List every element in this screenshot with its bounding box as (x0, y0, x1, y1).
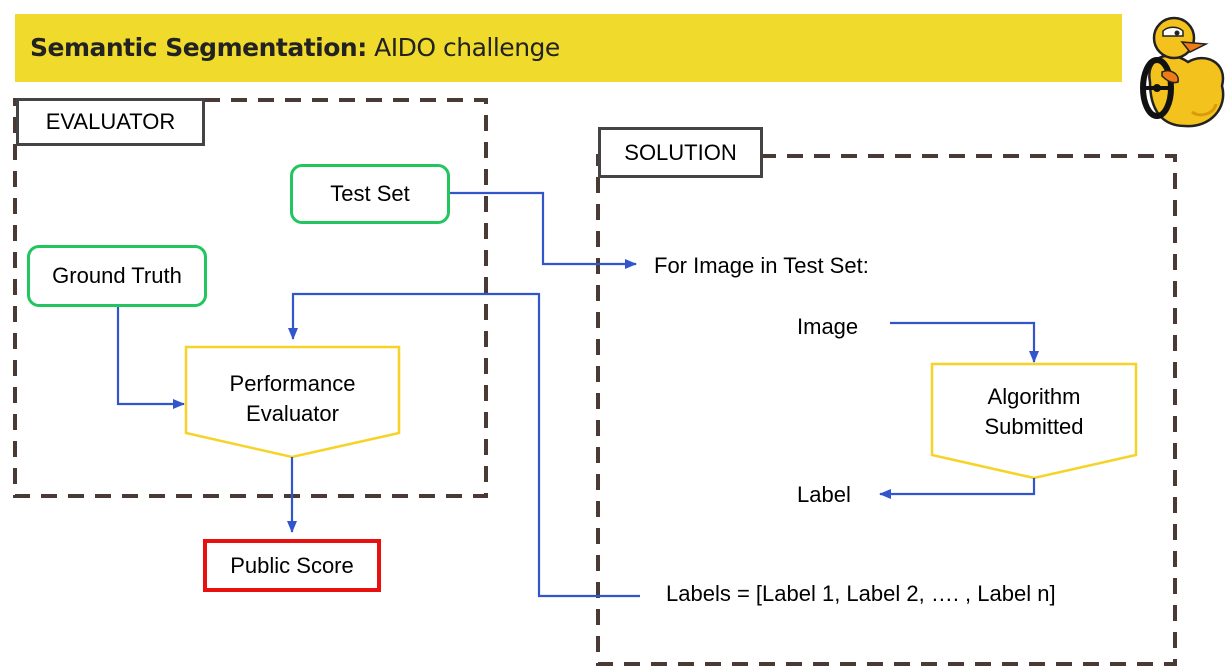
solution-header: SOLUTION (598, 127, 763, 178)
algorithm-shape (930, 362, 1138, 480)
test-set-label: Test Set (330, 181, 410, 206)
title-rest: AIDO challenge (374, 33, 560, 62)
performance-evaluator-shape (184, 345, 401, 459)
loop-label: For Image in Test Set: (654, 253, 869, 278)
algorithm-line1: Algorithm (987, 384, 1081, 409)
ground-truth-box: Ground Truth (27, 245, 207, 307)
evaluator-header: EVALUATOR (16, 98, 205, 146)
arrow-algorithm-to-label (879, 478, 1036, 499)
arrow-labels-to-evaluator (288, 292, 640, 598)
public-score-box: Public Score (203, 539, 381, 592)
algorithm-line2: Submitted (984, 414, 1084, 439)
title-bold: Semantic Segmentation: (30, 33, 367, 62)
image-label: Image (797, 314, 859, 339)
public-score-label: Public Score (230, 552, 354, 578)
performance-evaluator-text: Performance Evaluator (186, 369, 399, 429)
title-banner (15, 14, 1122, 82)
ground-truth-label: Ground Truth (52, 263, 182, 288)
test-set-box: Test Set (290, 164, 450, 224)
arrow-groundtruth-to-evaluator (116, 307, 185, 409)
performance-evaluator-line1: Performance (229, 371, 356, 396)
labels-list: Labels = [Label 1, Label 2, …. , Label n… (666, 581, 1056, 606)
arrow-image-to-algorithm (890, 321, 1039, 363)
arrow-testset-to-loop (450, 191, 637, 269)
solution-header-label: SOLUTION (624, 139, 737, 165)
evaluator-header-label: EVALUATOR (45, 109, 176, 134)
page-title: Semantic Segmentation: AIDO challenge (30, 33, 560, 63)
performance-evaluator-line2: Evaluator (246, 401, 339, 426)
algorithm-text: Algorithm Submitted (932, 382, 1136, 442)
label-output: Label (797, 482, 851, 507)
rubber-duck-logo (1140, 16, 1225, 128)
